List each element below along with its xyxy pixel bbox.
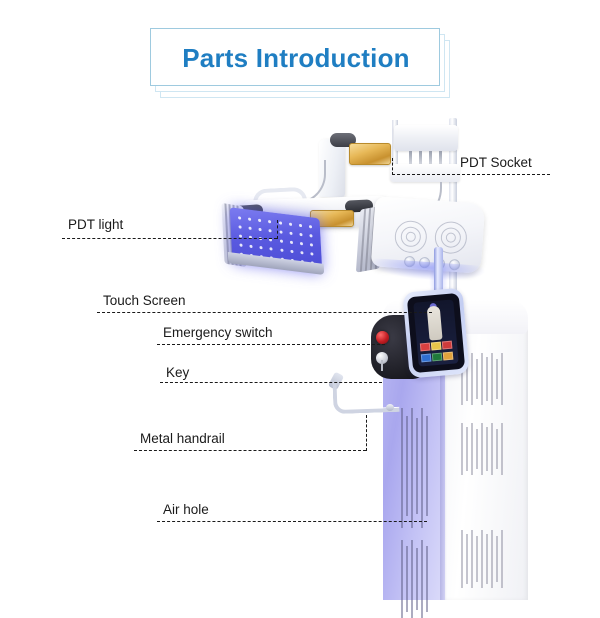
emergency-switch-button[interactable] [376,331,389,344]
callout-label: Metal handrail [140,431,225,446]
leader-line-pdt-socket [392,174,550,175]
language-flag-grid[interactable] [419,340,456,363]
screenshot-root: Parts Introduction [62,28,550,618]
callout-label: Emergency switch [163,325,273,340]
leader-line-emergency-switch [157,344,385,345]
flag-icon[interactable] [442,351,454,360]
metal-handrail-tip [386,404,394,411]
pdt-socket-pin [439,151,442,165]
touch-screen-frame [402,287,470,379]
air-hole-vent-mid [461,423,505,475]
leader-line-key [160,382,382,383]
leader-line-metal-handrail [134,450,366,451]
gold-label-plate-upper [349,143,391,165]
leader-tick-metal-handrail [366,415,367,451]
title-banner: Parts Introduction [150,28,450,98]
person-body-graphic [426,305,443,341]
callout-label: Key [166,365,190,380]
pdt-socket-bottom-block [390,164,460,182]
key-switch[interactable] [376,352,388,371]
pdt-socket-pin [409,151,412,165]
touch-screen-bezel [406,292,466,374]
flag-icon[interactable] [441,340,453,350]
pdt-socket-pin [429,151,432,165]
tower-edge-shading [440,318,447,600]
title-card-front: Parts Introduction [150,28,440,86]
pdt-socket-top-block [394,125,458,151]
callout-emergency-switch: Emergency switch [163,320,303,342]
callout-key: Key [166,360,206,382]
callout-label: Touch Screen [103,293,186,308]
support-post [434,247,443,315]
leader-line-air-hole [157,521,427,522]
callout-label: PDT light [68,217,124,232]
callout-pdt-socket: PDT Socket [460,150,550,172]
air-hole-vent-front-lower [401,540,431,618]
leader-line-touch-screen [97,312,432,313]
flag-icon[interactable] [419,342,431,352]
leader-line-pdt-light [62,238,277,239]
callout-pdt-light: PDT light [68,212,168,234]
touch-screen-display[interactable] [413,299,459,367]
flag-icon[interactable] [420,353,432,362]
air-hole-vent-lower [461,530,505,588]
callout-touch-screen: Touch Screen [103,288,213,310]
callout-label: PDT Socket [460,155,532,170]
tower-side-panel [443,305,528,600]
air-hole-vent-upper [461,353,505,405]
air-hole-vent-front [401,408,431,528]
callout-metal-handrail: Metal handrail [140,426,260,448]
device-illustration [221,118,528,618]
pdt-socket-pin [419,151,422,165]
flag-icon[interactable] [430,341,442,351]
callout-air-hole: Air hole [163,497,243,519]
leader-tick-pdt-light [277,220,278,239]
page-title: Parts Introduction [182,42,410,73]
leader-tick-pdt-socket [392,158,393,175]
callout-label: Air hole [163,502,209,517]
flag-icon[interactable] [431,352,443,361]
